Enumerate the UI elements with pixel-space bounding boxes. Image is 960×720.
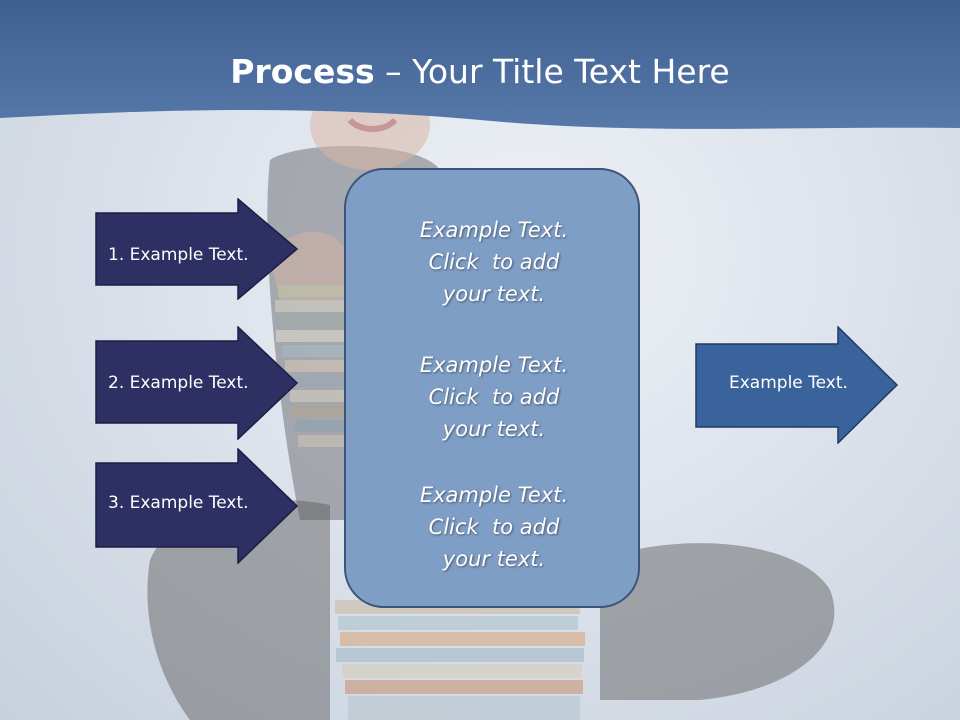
header-band bbox=[0, 0, 960, 129]
arrow-label: 3. Example Text. bbox=[108, 493, 249, 513]
arrow-3: 3. Example Text. bbox=[95, 448, 300, 564]
text-line: Example Text. bbox=[419, 218, 569, 242]
title-bold: Process bbox=[230, 52, 375, 91]
text-block-1: Example Text. Click to add your text. bbox=[346, 214, 642, 310]
arrow-right-shape bbox=[95, 448, 299, 564]
arrow-label: Example Text. bbox=[729, 373, 848, 393]
page-title: Process – Your Title Text Here bbox=[0, 52, 960, 91]
text-line: Example Text. bbox=[419, 353, 569, 377]
output-arrow: Example Text. bbox=[695, 326, 900, 444]
text-line: your text. bbox=[442, 417, 546, 441]
text-line: Click to add bbox=[428, 515, 560, 539]
arrow-1: 1. Example Text. bbox=[95, 198, 300, 300]
arrow-2: 2. Example Text. bbox=[95, 326, 300, 440]
text-line: your text. bbox=[442, 282, 546, 306]
text-line: Click to add bbox=[428, 385, 560, 409]
text-line: Example Text. bbox=[419, 483, 569, 507]
center-text-box[interactable]: Example Text. Click to add your text. Ex… bbox=[344, 168, 640, 608]
text-block-2: Example Text. Click to add your text. bbox=[346, 349, 642, 445]
text-line: Click to add bbox=[428, 250, 560, 274]
arrow-label: 2. Example Text. bbox=[108, 373, 249, 393]
arrow-right-shape bbox=[695, 326, 899, 444]
arrow-right-shape bbox=[95, 326, 299, 440]
arrow-right-shape bbox=[95, 198, 299, 300]
text-line: your text. bbox=[442, 547, 546, 571]
title-rest: – Your Title Text Here bbox=[374, 52, 730, 91]
arrow-label: 1. Example Text. bbox=[108, 245, 249, 265]
text-block-3: Example Text. Click to add your text. bbox=[346, 479, 642, 575]
